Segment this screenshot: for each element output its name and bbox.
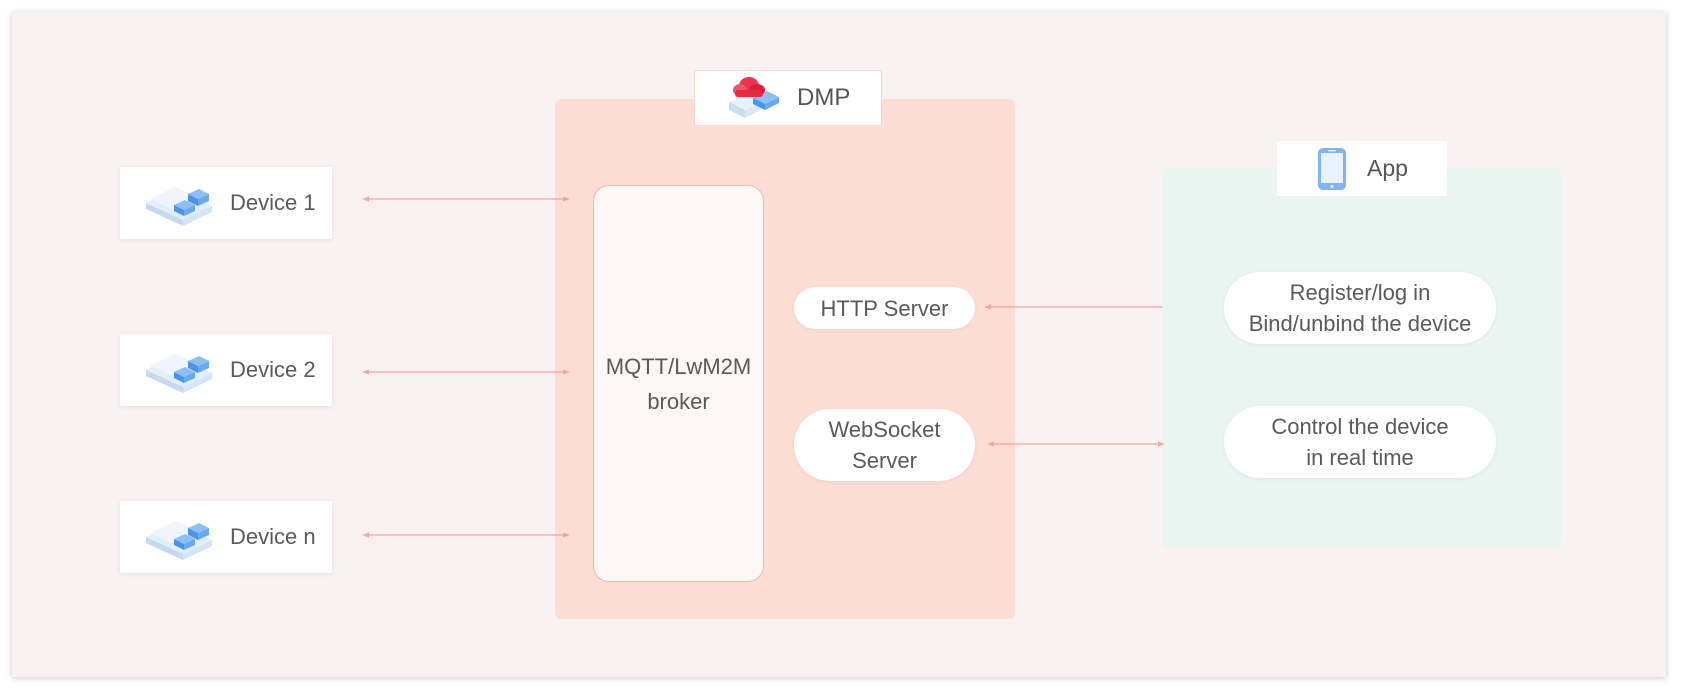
device-stack-icon xyxy=(146,521,212,560)
device-card-n: Device n xyxy=(120,501,332,573)
websocket-server-pill: WebSocket Server xyxy=(794,409,975,481)
websocket-server-label: WebSocket Server xyxy=(828,417,941,473)
dmp-header: DMP xyxy=(694,70,882,126)
cloud-platform-icon xyxy=(729,77,779,118)
arrow-app-to-http xyxy=(984,304,1162,310)
app-title: App xyxy=(1367,155,1408,181)
register-label: Register/log in Bind/unbind the device xyxy=(1248,280,1472,336)
device-stack-icon xyxy=(146,354,212,393)
device-card-2: Device 2 xyxy=(120,334,332,406)
app-header: App xyxy=(1277,141,1447,196)
dmp-title: DMP xyxy=(797,84,851,111)
control-pill: Control the device in real time xyxy=(1224,406,1496,478)
arrow-websocket-app xyxy=(987,441,1165,447)
device-label: Device 1 xyxy=(230,190,316,215)
device-card-1: Device 1 xyxy=(120,167,332,239)
arrow-device-1 xyxy=(362,196,570,202)
http-server-pill: HTTP Server xyxy=(794,287,975,329)
broker-label: MQTT/LwM2M broker xyxy=(605,353,752,414)
device-label: Device n xyxy=(230,524,316,549)
arrow-device-2 xyxy=(362,369,570,375)
arrow-device-n xyxy=(362,532,570,538)
control-label: Control the device in real time xyxy=(1271,414,1449,470)
app-panel xyxy=(1161,168,1561,548)
device-label: Device 2 xyxy=(230,357,316,382)
broker-box: MQTT/LwM2M broker xyxy=(593,185,764,582)
device-stack-icon xyxy=(146,187,212,226)
smartphone-icon xyxy=(1318,147,1346,190)
http-server-label: HTTP Server xyxy=(820,295,949,321)
register-pill: Register/log in Bind/unbind the device xyxy=(1224,272,1496,344)
